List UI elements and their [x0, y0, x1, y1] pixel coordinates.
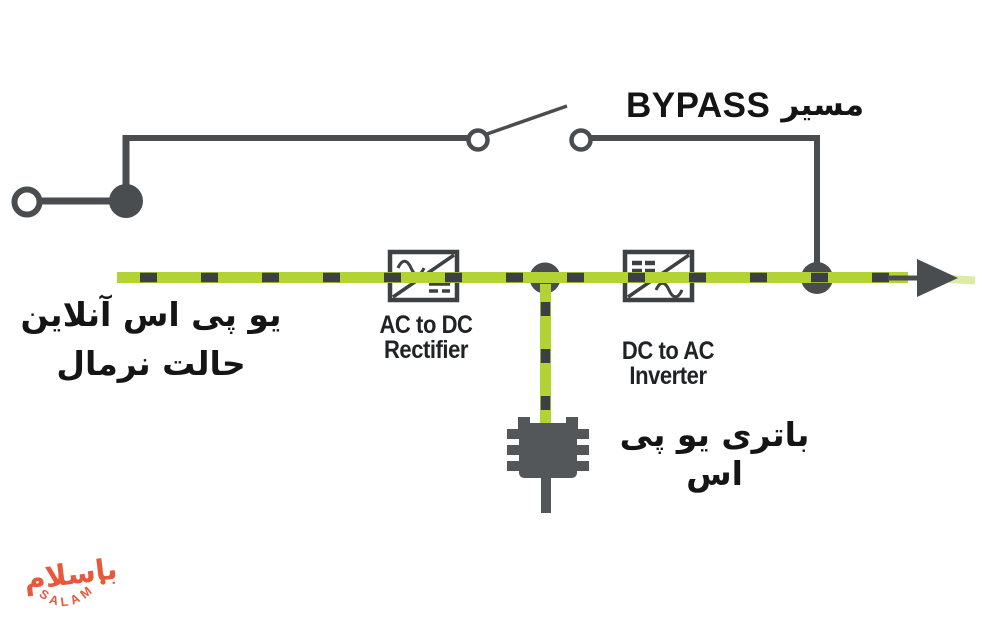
bypass-label-fa: مسیر	[781, 87, 865, 123]
mode-label: یو پی اس آنلاین حالت نرمال	[2, 292, 300, 390]
inverter-dc-symbol	[632, 260, 655, 274]
bypass-label-en: BYPASS	[626, 86, 771, 125]
logo-farsi-text: باسلام	[23, 551, 119, 596]
inverter-ac-symbol	[654, 281, 684, 299]
basalam-logo-svg: باسلام SALAM	[22, 551, 119, 609]
output-arrow-icon	[888, 259, 976, 297]
rectifier-label: AC to DC Rectifier	[373, 313, 479, 363]
battery-tab	[507, 429, 522, 439]
battery-tab	[507, 461, 522, 471]
battery-tab	[574, 429, 589, 439]
inverter-label-line1: DC to AC	[621, 337, 715, 365]
battery-tab	[507, 445, 522, 455]
arrow-head	[917, 259, 958, 297]
inverter-label-line2: Inverter	[629, 362, 707, 390]
battery-label: باتری یو پی اس	[619, 415, 810, 493]
rectifier-label-line2: Rectifier	[383, 336, 469, 364]
rectifier-label-line1: AC to DC	[379, 311, 473, 339]
bypass-path-label: BYPASS مسیر	[626, 82, 864, 123]
battery-tab	[574, 461, 589, 471]
bypass-switch-blade	[486, 104, 568, 136]
logo-dot	[100, 579, 106, 585]
input-terminal-icon	[11, 186, 43, 218]
bypass-switch-pole-left-icon	[466, 128, 490, 152]
bypass-switch-pole-right-icon	[569, 128, 593, 152]
inverter-label: DC to AC Inverter	[614, 339, 721, 389]
input-junction-node	[109, 184, 143, 218]
mode-label-line1: یو پی اس آنلاین	[20, 295, 282, 334]
rectifier-dc-symbol	[429, 282, 450, 293]
mode-label-line2: حالت نرمال	[56, 344, 246, 383]
battery-icon	[507, 417, 589, 513]
battery-body	[519, 423, 577, 478]
basalam-logo: باسلام SALAM	[22, 540, 135, 632]
battery-tab	[574, 445, 589, 455]
